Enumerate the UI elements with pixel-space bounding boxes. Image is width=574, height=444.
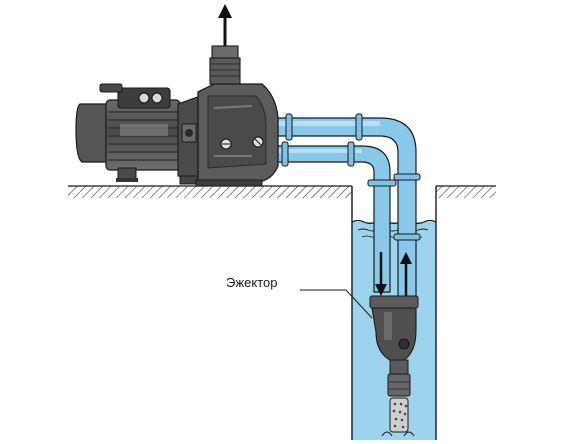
pipe-clamp — [393, 173, 421, 181]
pump-motor — [75, 83, 181, 182]
pipe-clamp — [285, 113, 293, 141]
pump-head — [195, 83, 279, 187]
ground — [68, 185, 496, 198]
arrow-down-icon — [375, 252, 387, 296]
check-valve — [387, 373, 411, 397]
arrow-up-icon — [400, 252, 412, 300]
pipe-lower — [267, 141, 397, 293]
pipe-clamp — [355, 113, 363, 141]
ejector — [369, 295, 419, 437]
arrow-up-icon — [218, 4, 232, 46]
pipe-clamp — [367, 179, 397, 187]
ejector-callout: Эжектор — [226, 275, 373, 319]
intake-filter — [389, 397, 409, 433]
pipe-clamp — [281, 141, 289, 167]
pipe-clamp — [393, 233, 421, 241]
pipe-clamp — [347, 141, 355, 167]
water-surface-wave — [351, 219, 437, 225]
pump-outlet — [209, 45, 241, 85]
pump-bracket — [177, 95, 207, 185]
ejector-label: Эжектор — [226, 275, 278, 290]
